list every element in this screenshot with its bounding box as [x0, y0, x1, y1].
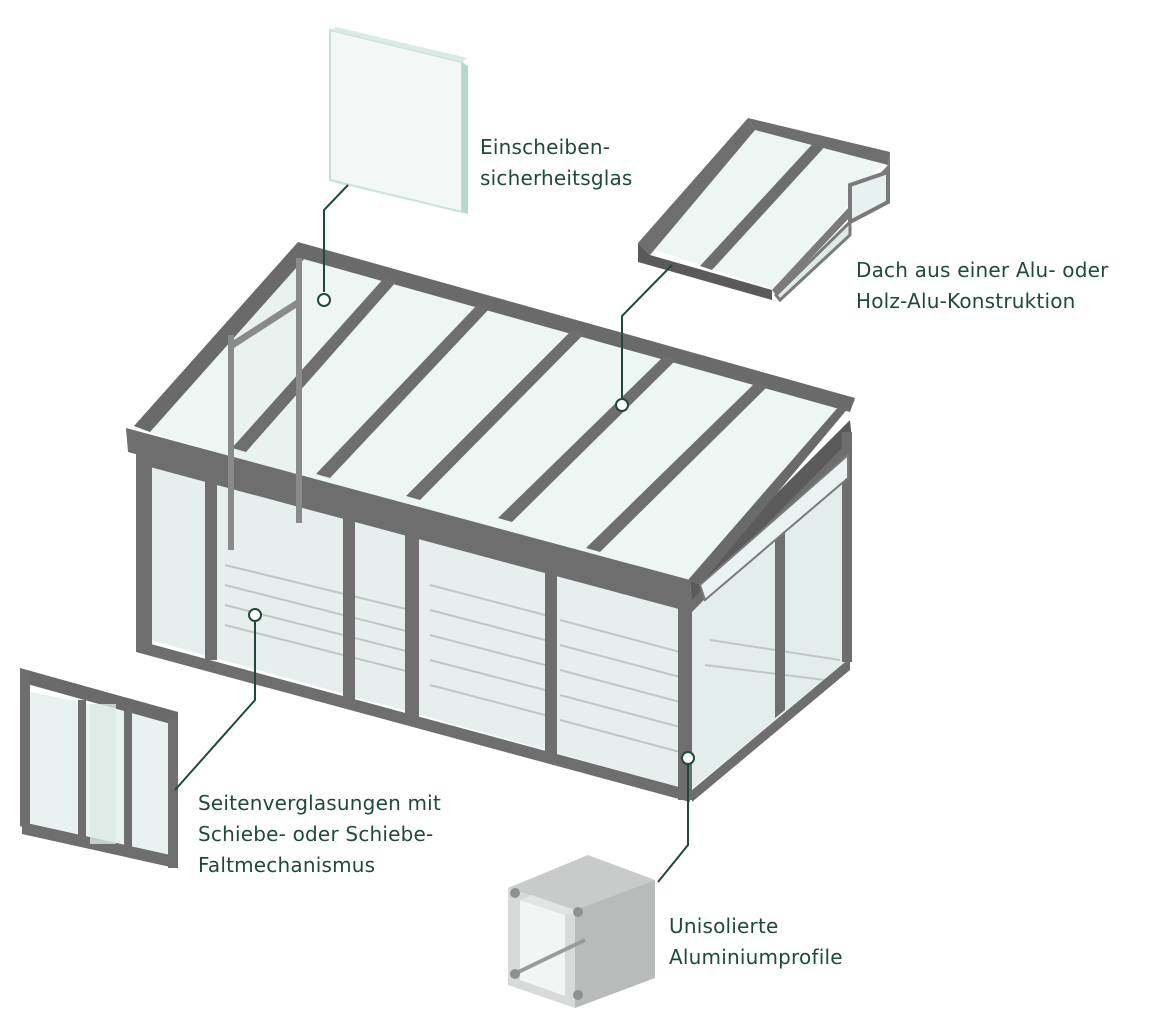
callout-roof-line-1: Dach aus einer Alu- oder	[856, 258, 1109, 282]
leader-glass	[323, 184, 349, 292]
roof-module-illustration	[638, 118, 890, 303]
marker-alu	[681, 751, 695, 765]
leader-dots	[248, 293, 695, 765]
callout-aluminium-line-2: Aluminiumprofile	[669, 945, 843, 969]
callout-safety-glass-line-1: Einscheiben-	[480, 135, 611, 159]
aluminium-profile-illustration	[508, 855, 655, 1008]
callout-safety-glass: Einscheiben- sicherheitsglas	[480, 132, 633, 194]
callout-aluminium-line-1: Unisolierte	[669, 914, 779, 938]
callout-aluminium-profiles: Unisolierte Aluminiumprofile	[669, 911, 843, 973]
side-glazing-illustration	[20, 668, 178, 868]
callout-side-glazing-line-3: Faltmechanismus	[198, 853, 376, 877]
winter-garden-structure	[126, 242, 855, 802]
callout-roof-line-2: Holz-Alu-Konstruktion	[856, 289, 1076, 313]
callout-safety-glass-line-2: sicherheitsglas	[480, 166, 633, 190]
marker-roof	[615, 398, 629, 412]
leader-roof	[621, 264, 673, 398]
marker-glass	[317, 293, 331, 307]
leader-side	[174, 617, 256, 791]
callout-roof: Dach aus einer Alu- oder Holz-Alu-Konstr…	[856, 255, 1109, 317]
callout-side-glazing: Seitenverglasungen mit Schiebe- oder Sch…	[198, 788, 441, 881]
callout-side-glazing-line-1: Seitenverglasungen mit	[198, 791, 441, 815]
callout-side-glazing-line-2: Schiebe- oder Schiebe-	[198, 822, 434, 846]
leader-alu	[657, 758, 689, 883]
glass-pane-illustration	[329, 27, 468, 214]
leader-lines	[174, 184, 689, 883]
marker-side	[248, 608, 262, 622]
